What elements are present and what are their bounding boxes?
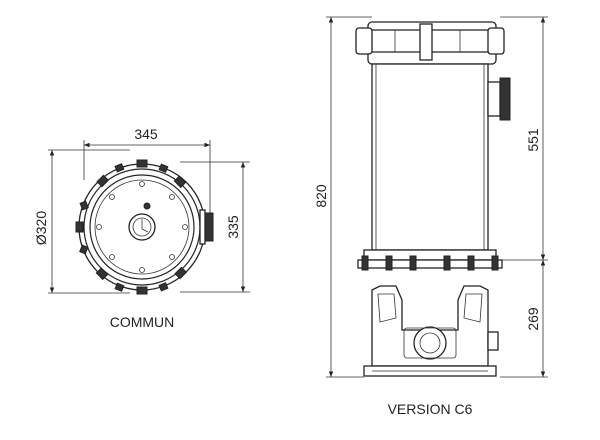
filter-lid [355,21,505,65]
base-valve-block [363,285,499,377]
lower-height-dimension-label: 269 [525,307,541,331]
width-dimension-label: 345 [134,126,158,142]
filter-body [371,63,489,251]
diameter-dimension-label: Ø320 [33,211,49,245]
height-dimension-label: 335 [225,215,241,239]
flange-collar [357,249,503,271]
side-view-caption: VERSION C6 [388,401,473,417]
upper-height-dimension-label: 551 [525,128,541,152]
side-view: 820 551 269 VERSION C6 [313,16,548,417]
outlet-port [487,77,511,121]
filter-top-outline [75,159,214,295]
top-view-caption: COMMUN [110,314,175,330]
total-height-dimension-label: 820 [313,184,329,208]
top-view: 345 335 Ø320 [33,126,250,330]
